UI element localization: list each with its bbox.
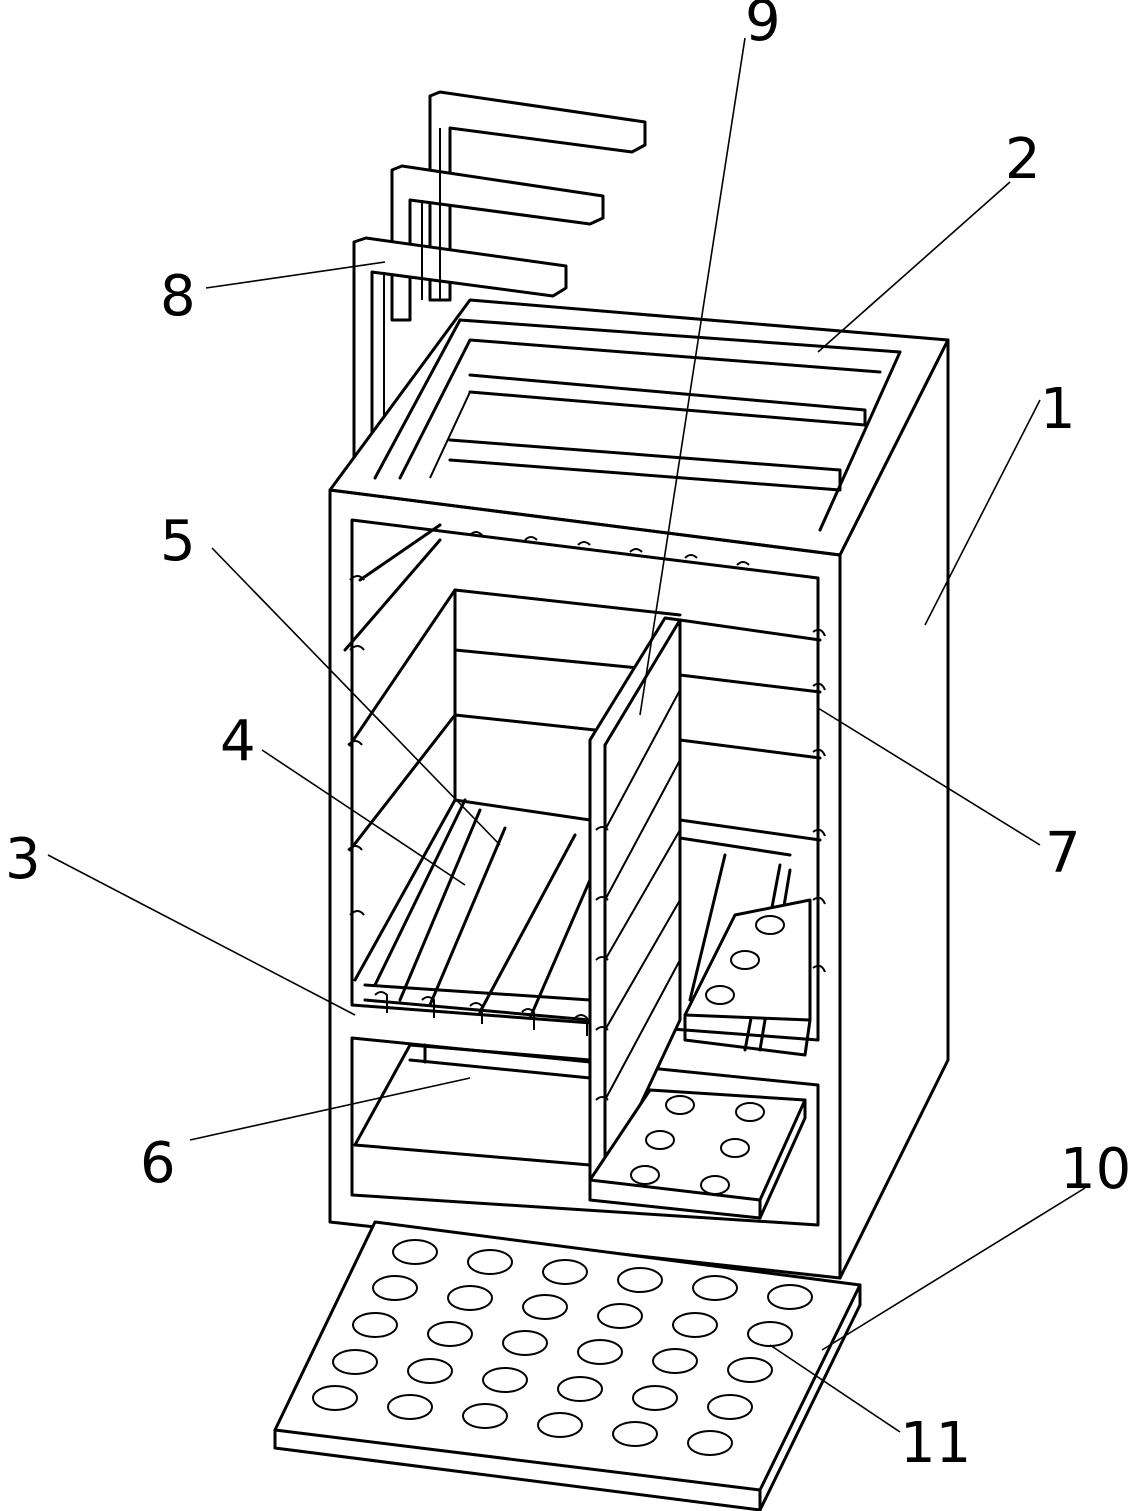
top-box bbox=[373, 318, 902, 532]
interior-right bbox=[678, 618, 826, 1052]
leader-lines bbox=[47, 37, 1086, 1433]
bottom-plate bbox=[273, 1220, 862, 1511]
label-7: 7 bbox=[1045, 821, 1081, 886]
label-1: 1 bbox=[1040, 377, 1076, 442]
interior-left bbox=[343, 523, 750, 1036]
plate-holes bbox=[312, 1239, 813, 1456]
lower-compartment bbox=[353, 1043, 592, 1167]
handle-middle bbox=[390, 164, 605, 322]
cabinet-top-face bbox=[328, 298, 950, 557]
small-tray-lower bbox=[588, 1088, 807, 1220]
label-10: 10 bbox=[1060, 1137, 1131, 1202]
cabinet-front-frame bbox=[328, 488, 842, 1280]
cabinet-body bbox=[328, 298, 950, 1280]
label-11: 11 bbox=[900, 1411, 971, 1476]
label-8: 8 bbox=[160, 264, 196, 329]
label-5: 5 bbox=[160, 509, 196, 574]
part-labels: 1 2 3 4 5 6 7 8 9 10 11 bbox=[5, 0, 1131, 1476]
label-4: 4 bbox=[220, 709, 256, 774]
small-tray-upper bbox=[683, 898, 812, 1057]
label-9: 9 bbox=[745, 0, 781, 54]
label-6: 6 bbox=[140, 1131, 176, 1196]
center-divider bbox=[588, 616, 682, 1182]
label-3: 3 bbox=[5, 827, 41, 892]
label-2: 2 bbox=[1005, 127, 1041, 192]
